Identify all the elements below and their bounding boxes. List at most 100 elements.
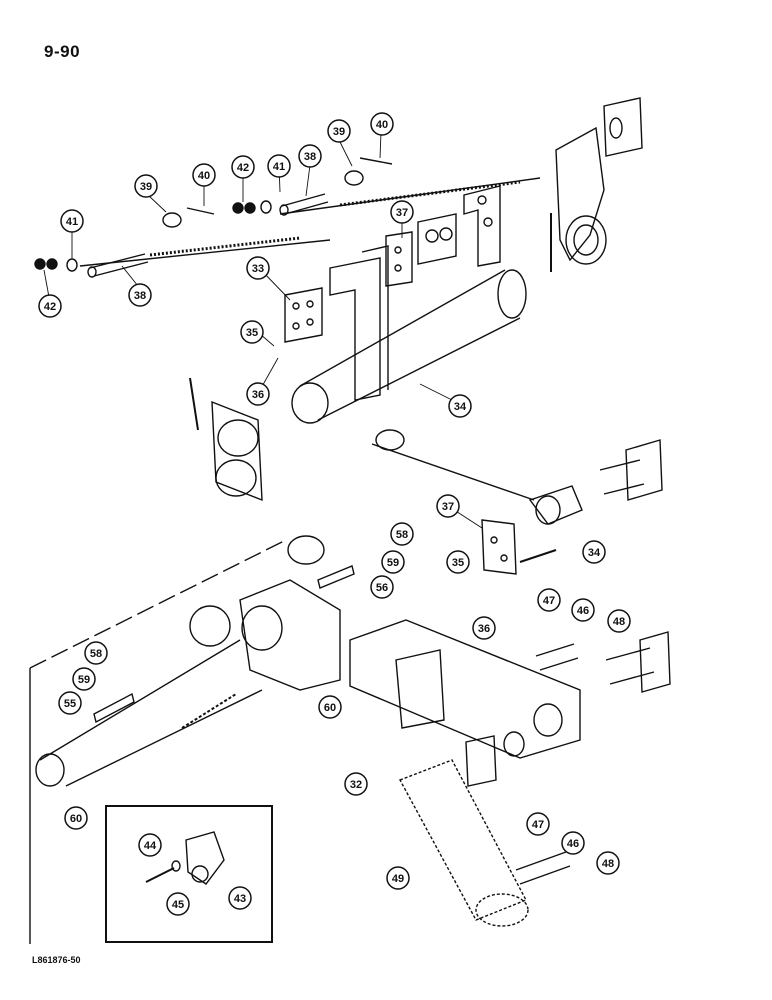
pin-38-left: [87, 253, 149, 278]
inset-detail-box: [105, 805, 273, 943]
clip-plate-55: [93, 692, 135, 724]
callout-48-b: 48: [596, 851, 620, 875]
callout-41-a: 41: [267, 154, 291, 178]
callout-34-a: 34: [448, 394, 472, 418]
svg-text:32: 32: [350, 779, 362, 791]
mounting-plate-37-upper: [385, 231, 413, 287]
middle-tie-rod: [371, 429, 583, 525]
svg-text:35: 35: [452, 557, 464, 569]
callout-47-a: 47: [537, 588, 561, 612]
pivot-arm-upper-right: [555, 97, 643, 265]
side-mount-plate-mid: [599, 439, 663, 501]
callout-33: 33: [246, 256, 270, 280]
callout-36-b: 36: [472, 616, 496, 640]
svg-text:34: 34: [588, 547, 601, 559]
svg-text:40: 40: [376, 119, 388, 131]
svg-text:43: 43: [234, 893, 246, 905]
svg-text:48: 48: [602, 858, 614, 870]
svg-text:47: 47: [532, 819, 544, 831]
callout-34-b: 34: [582, 540, 606, 564]
double-clamp-block: [211, 400, 263, 502]
callout-42-a: 42: [231, 155, 255, 179]
mounting-plate-33: [284, 287, 323, 343]
bolt-34-lower: [519, 549, 557, 563]
lower-beam: [349, 619, 581, 759]
callout-46-b: 46: [561, 831, 585, 855]
svg-text:56: 56: [376, 582, 388, 594]
callout-32: 32: [344, 772, 368, 796]
mounting-plate-upper-rear: [417, 213, 457, 265]
callout-58-b: 58: [84, 641, 108, 665]
callout-38-a: 38: [298, 144, 322, 168]
svg-text:39: 39: [140, 181, 152, 193]
bolt-left-vertical: [189, 377, 199, 431]
clip-plate-56: [317, 565, 355, 589]
svg-text:46: 46: [567, 838, 579, 850]
svg-text:35: 35: [246, 327, 258, 339]
washer-39-left: [162, 212, 182, 228]
callout-36-a: 36: [246, 382, 270, 406]
callout-35-a: 35: [240, 320, 264, 344]
svg-text:36: 36: [478, 623, 490, 635]
pin-46-upper: [535, 643, 579, 671]
nuts-42-right: [232, 200, 272, 214]
hydraulic-cylinder-49: [399, 759, 529, 927]
svg-text:38: 38: [304, 151, 316, 163]
gearbox-housing: [189, 535, 341, 691]
callout-46-a: 46: [571, 598, 595, 622]
callout-47-b: 47: [526, 812, 550, 836]
svg-text:34: 34: [454, 401, 467, 413]
callout-35-b: 35: [446, 550, 470, 574]
callout-60-b: 60: [64, 806, 88, 830]
svg-text:59: 59: [78, 674, 90, 686]
svg-text:42: 42: [44, 301, 56, 313]
callout-59-a: 59: [381, 550, 405, 574]
svg-text:41: 41: [66, 216, 78, 228]
svg-text:37: 37: [396, 207, 408, 219]
lower-main-tube: [29, 539, 287, 944]
svg-text:36: 36: [252, 389, 264, 401]
svg-text:55: 55: [64, 698, 76, 710]
svg-text:42: 42: [237, 162, 249, 174]
svg-text:49: 49: [392, 873, 404, 885]
mounting-plate-37-lower: [481, 519, 517, 575]
cotter-pin-40-left: [186, 207, 215, 215]
callout-39-b: 39: [134, 174, 158, 198]
upper-tie-rod-rear: [279, 177, 541, 215]
nuts-42-left: [34, 258, 78, 272]
svg-text:48: 48: [613, 616, 625, 628]
callout-42-b: 42: [38, 294, 62, 318]
svg-text:39: 39: [333, 126, 345, 138]
svg-text:58: 58: [90, 648, 102, 660]
svg-text:47: 47: [543, 595, 555, 607]
callout-41-b: 41: [60, 209, 84, 233]
drawing-reference-code: L861876-50: [32, 955, 81, 965]
svg-text:37: 37: [442, 501, 454, 513]
small-mount-plate: [465, 731, 525, 787]
svg-text:40: 40: [198, 170, 210, 182]
pin-46-lower: [515, 851, 571, 885]
callout-48-a: 48: [607, 609, 631, 633]
upper-tie-rod-front: [79, 236, 331, 267]
upright-bracket-rear: [463, 185, 501, 267]
svg-text:46: 46: [577, 605, 589, 617]
upright-bracket-front: [329, 245, 389, 401]
svg-text:33: 33: [252, 263, 264, 275]
callout-55: 55: [58, 691, 82, 715]
callout-56: 56: [370, 575, 394, 599]
callout-45: 45: [166, 892, 190, 916]
inset-clevis-part: [145, 831, 225, 885]
callout-44: 44: [138, 833, 162, 857]
svg-text:38: 38: [134, 290, 146, 302]
callout-37-b: 37: [436, 494, 460, 518]
upper-cross-tube: [291, 269, 527, 424]
svg-text:41: 41: [273, 161, 285, 173]
page-number: 9-90: [44, 42, 81, 61]
callout-37-a: 37: [390, 200, 414, 224]
callout-40-a: 40: [370, 112, 394, 136]
callout-43: 43: [228, 886, 252, 910]
callout-60-a: 60: [318, 695, 342, 719]
washer-39-right: [344, 170, 364, 186]
callout-49: 49: [386, 866, 410, 890]
